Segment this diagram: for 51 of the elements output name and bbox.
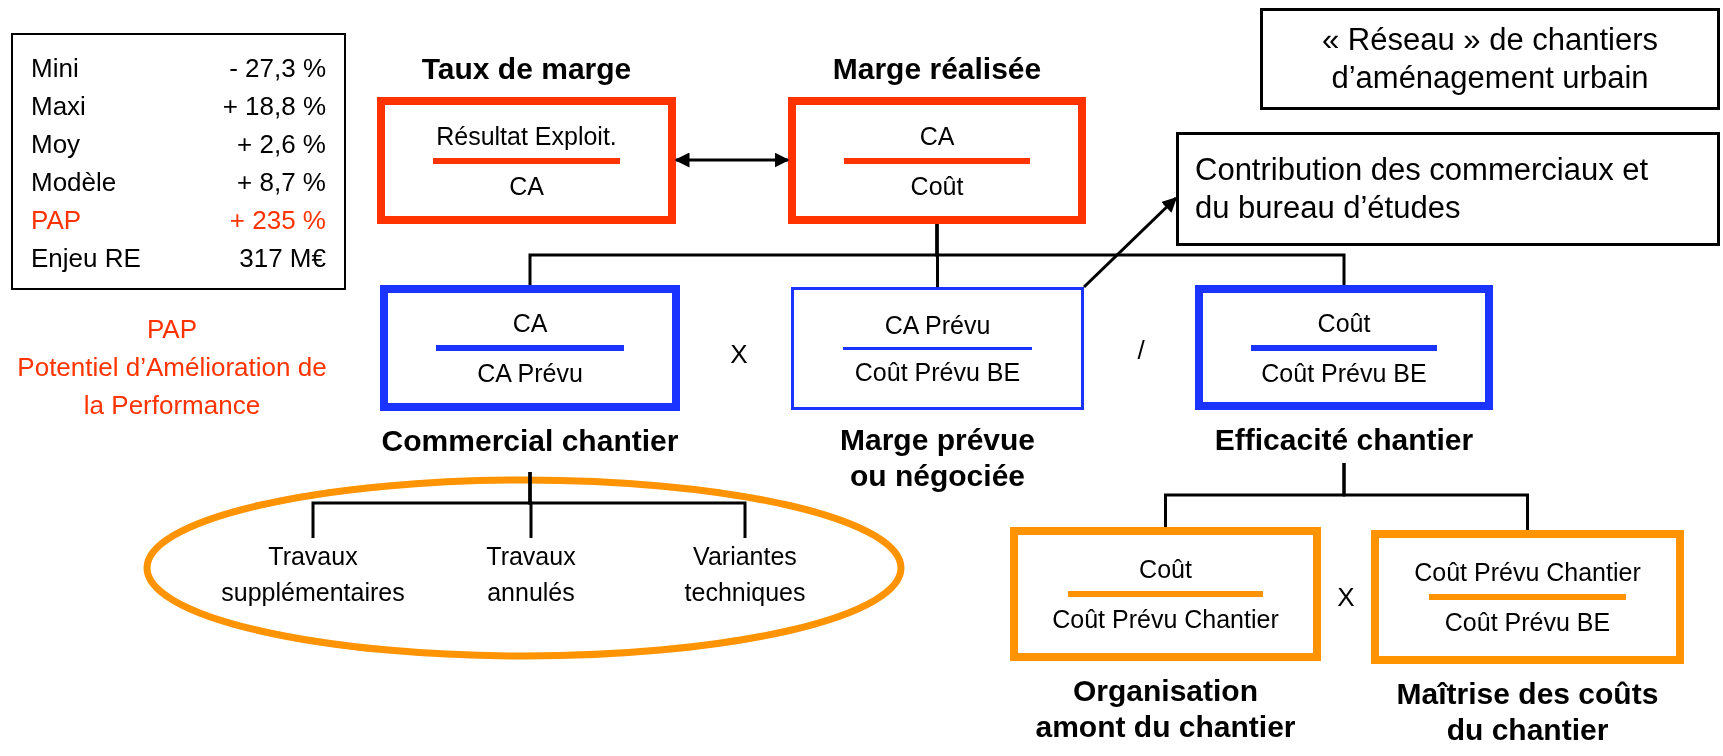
note-text: « Réseau » de chantiers d’aménagement urbain (1320, 21, 1660, 97)
abbreviation-text: PAP (146, 313, 198, 346)
operator-symbol: X (1337, 581, 1355, 614)
numerator-text: Coût Prévu Chantier (1414, 557, 1641, 588)
numerator-text: Coût (1317, 307, 1371, 339)
heading-text: Taux de marge (421, 51, 632, 87)
connector-line (935, 224, 1346, 285)
row-label: Mini (31, 52, 79, 85)
row-value: + 235 % (229, 204, 326, 237)
numerator-text: CA Prévu (884, 310, 991, 341)
arrow (1082, 196, 1178, 289)
denominator-text: CA (509, 170, 544, 202)
heading-text: Organisation amont du chantier (1034, 673, 1297, 745)
denominator-text: Coût Prévu BE (1261, 357, 1427, 389)
row-label: Modèle (31, 166, 117, 199)
connector-line (528, 472, 747, 538)
denominator-text: CA Prévu (477, 358, 583, 389)
note-box (1176, 132, 1720, 246)
numerator-text: CA (919, 120, 955, 152)
row-label: Maxi (31, 90, 86, 123)
heading-text: Maîtrise des coûts du chantier (1395, 676, 1660, 748)
note-text: Contribution des commerciaux et du bureau d’études (1195, 151, 1650, 227)
row-value: + 2,6 % (237, 128, 326, 161)
operator-symbol: X (730, 338, 748, 371)
statistics-table (11, 33, 346, 290)
definition-text: Potentiel d’Amélioration de la Performance (16, 351, 328, 422)
item-text: Travaux supplémentaires (220, 541, 406, 608)
row-value: - 27,3 % (229, 52, 326, 85)
connector-line (1342, 463, 1529, 530)
numerator-text: Coût (1139, 554, 1192, 585)
operator-symbol: / (1137, 334, 1145, 367)
item-text: Variantes techniques (683, 541, 807, 608)
denominator-text: Coût Prévu Chantier (1052, 604, 1279, 635)
denominator-text: Coût Prévu BE (1444, 607, 1611, 638)
row-label: PAP (31, 204, 82, 237)
arrow (674, 152, 790, 168)
heading-text: Efficacité chantier (1214, 422, 1474, 458)
heading-text: Marge prévue ou négociée (838, 422, 1037, 494)
row-value: 317 M€ (239, 242, 326, 275)
numerator-text: Résultat Exploit. (436, 120, 617, 152)
note-box (1260, 8, 1720, 110)
item-text: Travaux annulés (485, 541, 577, 608)
denominator-text: Coût Prévu BE (854, 357, 1021, 388)
heading-text: Marge réalisée (832, 51, 1042, 87)
numerator-text: CA (512, 308, 548, 339)
row-value: + 8,7 % (237, 166, 326, 199)
row-value: + 18,8 % (222, 90, 326, 123)
row-label: Moy (31, 128, 81, 161)
heading-text: Commercial chantier (381, 423, 679, 459)
row-label: Enjeu RE (31, 242, 141, 275)
denominator-text: Coût (910, 170, 964, 202)
